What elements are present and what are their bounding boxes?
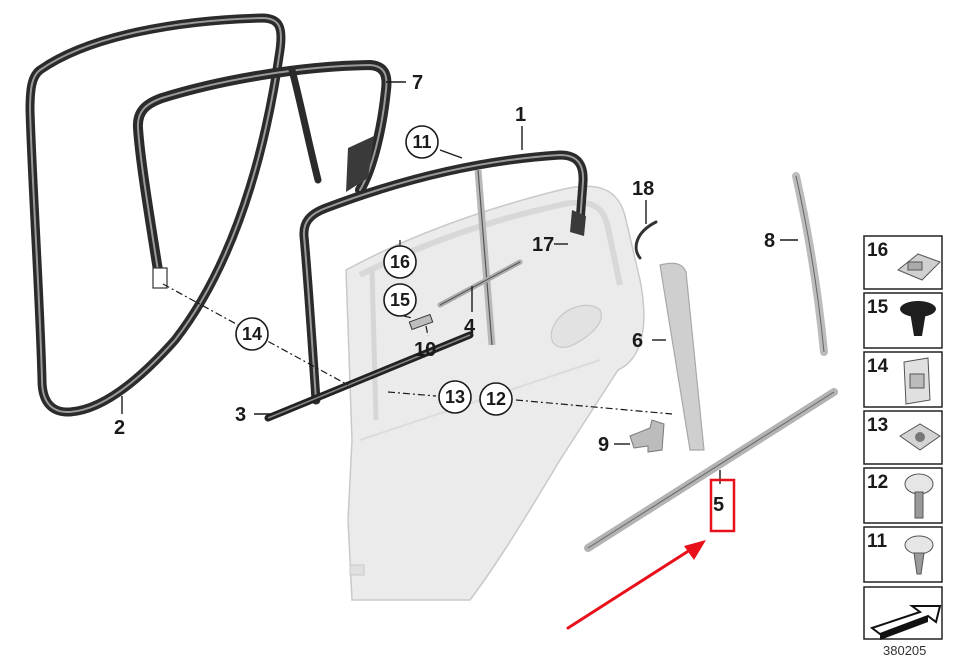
cover-part-18 [634, 220, 658, 260]
circled-label-12: 12 [479, 382, 513, 416]
panel-item-15: 15 [863, 292, 943, 349]
clip-icon [897, 253, 941, 281]
label-5: 5 [713, 494, 724, 516]
label-1: 1 [515, 104, 526, 126]
svg-text:16: 16 [867, 240, 888, 261]
window-frame-seal-part [299, 150, 588, 405]
circled-label-14: 14 [235, 317, 269, 351]
assembly-line-13 [387, 391, 437, 397]
label-3: 3 [235, 404, 246, 426]
svg-text:11: 11 [412, 132, 431, 152]
svg-text:16: 16 [390, 252, 410, 272]
window-shaft-seal-part [264, 331, 474, 422]
rail-seal-part [792, 172, 828, 356]
label-6: 6 [632, 330, 643, 352]
label-10: 10 [414, 339, 436, 361]
expanding-rivet-icon [900, 301, 936, 336]
pointer-arrow [566, 540, 706, 630]
leader-lines [121, 81, 798, 484]
highlight-box [709, 478, 736, 533]
door-frame-seal-part [25, 13, 286, 417]
svg-text:14: 14 [867, 356, 889, 377]
svg-text:12: 12 [867, 472, 888, 493]
label-4: 4 [464, 316, 476, 338]
direction-arrow-icon [869, 605, 942, 640]
svg-text:11: 11 [867, 531, 888, 552]
svg-text:13: 13 [445, 387, 465, 407]
assembly-line-12 [515, 399, 673, 415]
svg-text:15: 15 [867, 297, 889, 318]
svg-text:15: 15 [390, 290, 410, 310]
inner-strip-part [408, 259, 523, 331]
torx-screw-icon [904, 473, 934, 519]
oval-head-screw-icon [904, 535, 934, 575]
label-8: 8 [764, 230, 775, 252]
panel-item-14: 14 [863, 351, 943, 408]
label-17: 17 [532, 234, 554, 256]
panel-item-13: 13 [863, 410, 943, 465]
b-pillar-trim-part [659, 262, 705, 451]
label-7: 7 [412, 72, 423, 94]
svg-text:13: 13 [867, 415, 888, 436]
label-9: 9 [598, 434, 609, 456]
circled-label-11: 11 [405, 125, 439, 159]
clip-nut-icon [899, 423, 941, 451]
assembly-line-10 [425, 325, 429, 337]
bracket-part [629, 419, 665, 453]
assembly-line-15 [403, 315, 413, 319]
diagram-code: 380205 [883, 643, 926, 658]
circled-label-15: 15 [383, 283, 417, 317]
panel-item-11: 11 [863, 526, 943, 583]
fastener-panel: 16 15 14 13 [863, 235, 943, 640]
label-18: 18 [632, 178, 654, 200]
circled-label-13: 13 [438, 380, 472, 414]
svg-text:14: 14 [242, 324, 262, 344]
spring-nut-icon [903, 357, 931, 405]
circled-label-16: 16 [383, 245, 417, 279]
panel-item-16: 16 [863, 235, 943, 290]
panel-footer [863, 586, 943, 640]
svg-text:12: 12 [486, 389, 506, 409]
panel-item-12: 12 [863, 467, 943, 524]
window-channel-seal-part [132, 60, 392, 289]
label-2: 2 [114, 417, 125, 439]
